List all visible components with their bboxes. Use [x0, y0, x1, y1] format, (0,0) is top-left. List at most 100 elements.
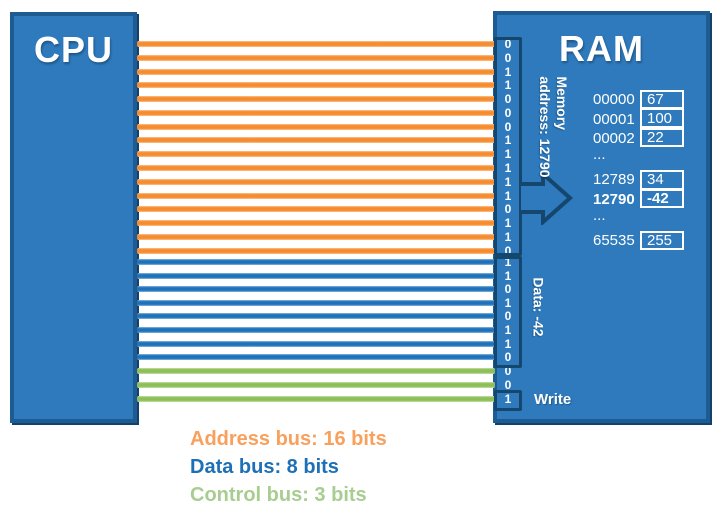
- ram-address: 00002: [593, 129, 635, 147]
- data-bus-line: [137, 340, 495, 347]
- ram-table-row: 00002 22: [593, 127, 693, 148]
- ram-table-row: 00000 67: [593, 90, 693, 110]
- ram-table-row: 00001 100: [593, 108, 693, 128]
- ram-address: 12789: [593, 171, 635, 189]
- legend-data-bus: Data bus: 8 bits: [190, 456, 339, 478]
- address-bit-value: 0: [504, 243, 512, 258]
- address-bit-value: 0: [504, 92, 512, 107]
- ram-table-row: ...: [593, 146, 693, 170]
- data-bus-line: [137, 272, 495, 279]
- address-bus-line: [137, 192, 495, 199]
- address-bit-value: 0: [504, 50, 512, 65]
- data-bit-value: 0: [504, 282, 512, 297]
- address-bus-line: [137, 96, 495, 103]
- address-bus-line: [137, 123, 495, 130]
- address-bus-line: [137, 151, 495, 158]
- cpu-box: CPU: [10, 12, 137, 423]
- ram-table-ellipsis: ...: [593, 146, 606, 164]
- address-bit-value: 1: [504, 174, 512, 189]
- address-bit-value: 0: [504, 105, 512, 120]
- legend-address-bus: Address bus: 16 bits: [190, 428, 387, 450]
- address-bus-line: [137, 220, 495, 227]
- ram-value: 34: [647, 171, 664, 189]
- ram-value-box: 34: [640, 170, 684, 190]
- memory-address-label: Memory address: 12790: [536, 76, 570, 177]
- ram-value: 100: [647, 109, 673, 127]
- write-bit-outline: [494, 390, 522, 411]
- address-bus-line: [137, 137, 495, 144]
- ram-value: 255: [647, 232, 673, 250]
- ram-table-row: 65535 255: [593, 230, 693, 251]
- address-bus-line: [137, 41, 495, 47]
- control-bus-line: [137, 382, 495, 388]
- control-bit-value: 1: [504, 392, 512, 406]
- ram-value-box: 67: [640, 90, 684, 110]
- data-bit-value: 1: [504, 255, 512, 269]
- ram-value: 67: [647, 91, 664, 109]
- data-bits-outline: [494, 256, 522, 368]
- address-bus-line: [137, 54, 495, 61]
- address-bit-value: 1: [504, 64, 512, 79]
- address-bit-value: 1: [504, 147, 512, 162]
- address-bit-value: 0: [504, 37, 512, 51]
- address-bit-value: 1: [504, 216, 512, 231]
- address-bus-line: [137, 68, 495, 75]
- data-bus-line: [137, 286, 495, 293]
- control-bit-value: 0: [504, 378, 512, 392]
- data-bus-line: [137, 327, 495, 333]
- address-bit-value: 1: [504, 133, 512, 148]
- address-bit-value: 0: [504, 119, 512, 134]
- data-bit-value: 1: [504, 323, 512, 337]
- data-bus-line: [137, 259, 495, 265]
- address-bus-line: [137, 178, 495, 185]
- ram-table-row: ...: [593, 206, 693, 231]
- memory-address-label-line1: Memory: [554, 76, 570, 131]
- ram-address: 65535: [593, 232, 635, 250]
- address-bus-line: [137, 247, 495, 254]
- data-bus-line: [137, 354, 495, 361]
- ram-address: 00001: [593, 110, 635, 128]
- ram-box: RAM: [493, 11, 710, 423]
- data-bus-label: Data: -42: [530, 277, 547, 337]
- address-bus-line: [137, 82, 495, 89]
- ram-value-box: -42: [640, 188, 684, 208]
- ram-value-box: 100: [640, 108, 684, 128]
- ram-address: 12790: [593, 190, 635, 208]
- ram-table-row: 12790 -42: [593, 188, 693, 209]
- data-bit-value: 1: [504, 268, 512, 283]
- ram-value-box: 255: [640, 230, 684, 251]
- control-bit-value: 0: [504, 364, 512, 378]
- ram-table-ellipsis: ...: [593, 206, 606, 224]
- address-bit-value: 1: [504, 229, 512, 244]
- ram-value: 22: [647, 128, 664, 146]
- data-bit-value: 0: [504, 309, 512, 324]
- data-bit-value: 0: [504, 350, 512, 365]
- control-bus-line: [137, 368, 495, 374]
- address-bits-outline: [494, 37, 522, 256]
- ram-table: 00000 67 00001 100 00002 22... 12789 34 12790 -42…: [593, 90, 693, 251]
- control-bus-line: [137, 396, 495, 402]
- address-bus-line: [137, 165, 495, 172]
- address-bus-line: [137, 206, 495, 213]
- address-arrow-icon: [519, 171, 573, 225]
- memory-address-label-line2: address: 12790: [537, 76, 553, 178]
- address-bit-value: 1: [504, 161, 512, 176]
- address-bus-line: [137, 233, 495, 240]
- data-bit-value: 1: [504, 295, 512, 310]
- bus-legend: Address bus: 16 bits Data bus: 8 bits Co…: [190, 425, 387, 509]
- address-bit-value: 1: [504, 188, 512, 203]
- ram-address: 00000: [593, 91, 635, 109]
- data-bit-value: 1: [504, 336, 512, 351]
- ram-value: -42: [647, 189, 669, 207]
- ram-value-box: 22: [640, 127, 684, 148]
- legend-control-bus: Control bus: 3 bits: [190, 484, 367, 506]
- ram-label: RAM: [559, 28, 644, 69]
- address-bus-line: [137, 109, 495, 116]
- data-bus-line: [137, 313, 495, 320]
- data-bus-line: [137, 299, 495, 306]
- write-label: Write: [534, 391, 572, 408]
- ram-table-row: 12789 34: [593, 170, 693, 190]
- address-bit-value: 1: [504, 78, 512, 93]
- address-bit-value: 0: [504, 202, 512, 217]
